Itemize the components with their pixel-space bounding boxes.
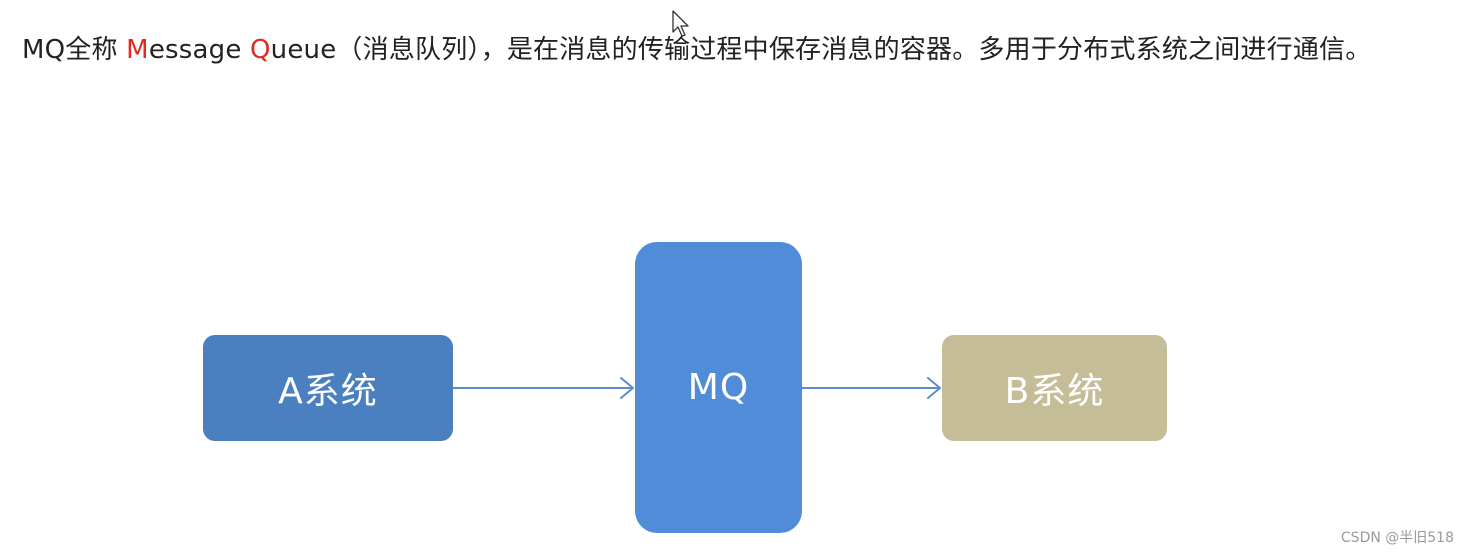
mouse-pointer-icon bbox=[672, 10, 689, 37]
intro-highlight-q: Q bbox=[250, 35, 271, 65]
intro-text-part1: MQ全称 bbox=[22, 35, 127, 65]
arrow-mq-to-b bbox=[802, 377, 941, 399]
node-system-b-label: B系统 bbox=[1004, 371, 1105, 412]
intro-text-part2: essage bbox=[148, 35, 250, 65]
intro-paragraph: MQ全称 Message Queue（消息队列），是在消息的传输过程中保存消息的… bbox=[22, 24, 1382, 76]
watermark: CSDN @半旧518 bbox=[1340, 530, 1454, 546]
node-mq-label: MQ bbox=[687, 367, 750, 408]
node-system-a: A系统 bbox=[203, 335, 453, 441]
node-system-a-label: A系统 bbox=[278, 371, 378, 412]
intro-text-part3: ueue（消息队列），是在消息的传输过程中保存消息的容器。多用于分布式系统之间进… bbox=[270, 35, 1372, 65]
arrow-a-to-mq bbox=[453, 377, 634, 399]
node-mq: MQ bbox=[635, 242, 802, 533]
intro-highlight-m: M bbox=[126, 35, 149, 65]
node-system-b: B系统 bbox=[942, 335, 1167, 441]
